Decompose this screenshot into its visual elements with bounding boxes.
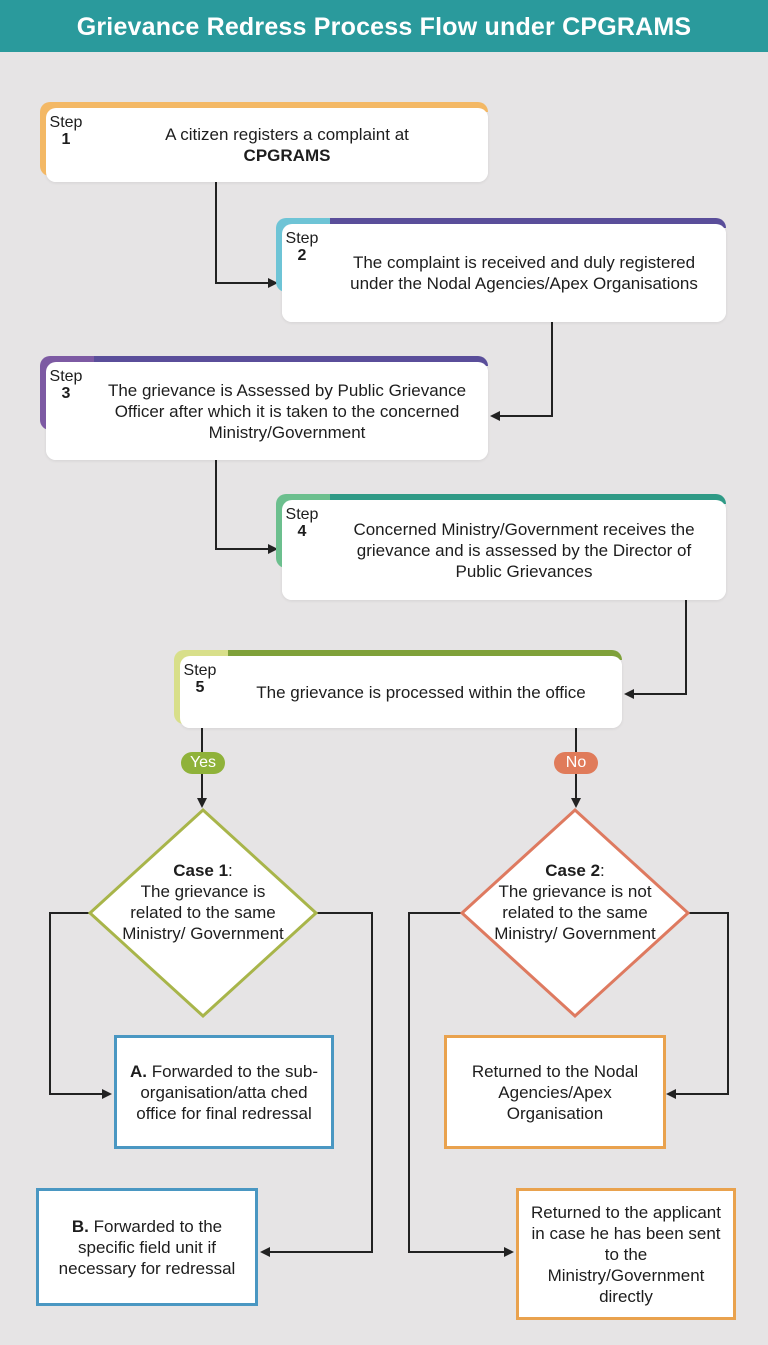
box-returned-applicant: Returned to the applicant in case he has… [516, 1188, 736, 1320]
yes-badge: Yes [181, 752, 225, 774]
connector-case2-box-c [666, 912, 729, 1099]
step-4-accent [290, 494, 726, 504]
connector-case1-box-a [49, 912, 112, 1099]
step-3-text: The grievance is Assessed by Public Grie… [107, 380, 467, 442]
step-1-accent [54, 102, 488, 112]
connector-step2-step3 [490, 322, 553, 421]
case1-diamond [87, 807, 319, 1019]
case2-text: Case 2: The grievance is not related to … [494, 861, 656, 943]
box-b-forwarded-field-unit: B. Forwarded to the specific field unit … [36, 1188, 258, 1306]
step-2-text: The complaint is received and duly regis… [350, 253, 698, 293]
step-3-accent [54, 356, 488, 366]
connector-step3-step4 [215, 460, 278, 554]
connector-step1-step2 [215, 182, 278, 288]
connector-case1-box-b [260, 912, 373, 1257]
case2-diamond [459, 807, 691, 1019]
step-5-accent [188, 650, 622, 660]
step-2-accent [290, 218, 726, 228]
step-5-text: The grievance is processed within the of… [256, 682, 586, 702]
page-title: Grievance Redress Process Flow under CPG… [0, 0, 768, 52]
step-4-text: Concerned Ministry/Government receives t… [353, 519, 695, 581]
box-a-forwarded-sub-organisation: A. Forwarded to the sub-organisation/att… [114, 1035, 334, 1149]
box-returned-nodal-agencies: Returned to the Nodal Agencies/Apex Orga… [444, 1035, 666, 1149]
connector-step4-step5 [624, 600, 687, 699]
case1-text: Case 1: The grievance is related to the … [122, 861, 284, 943]
no-badge: No [554, 752, 598, 774]
connector-case2-box-d [408, 912, 514, 1257]
